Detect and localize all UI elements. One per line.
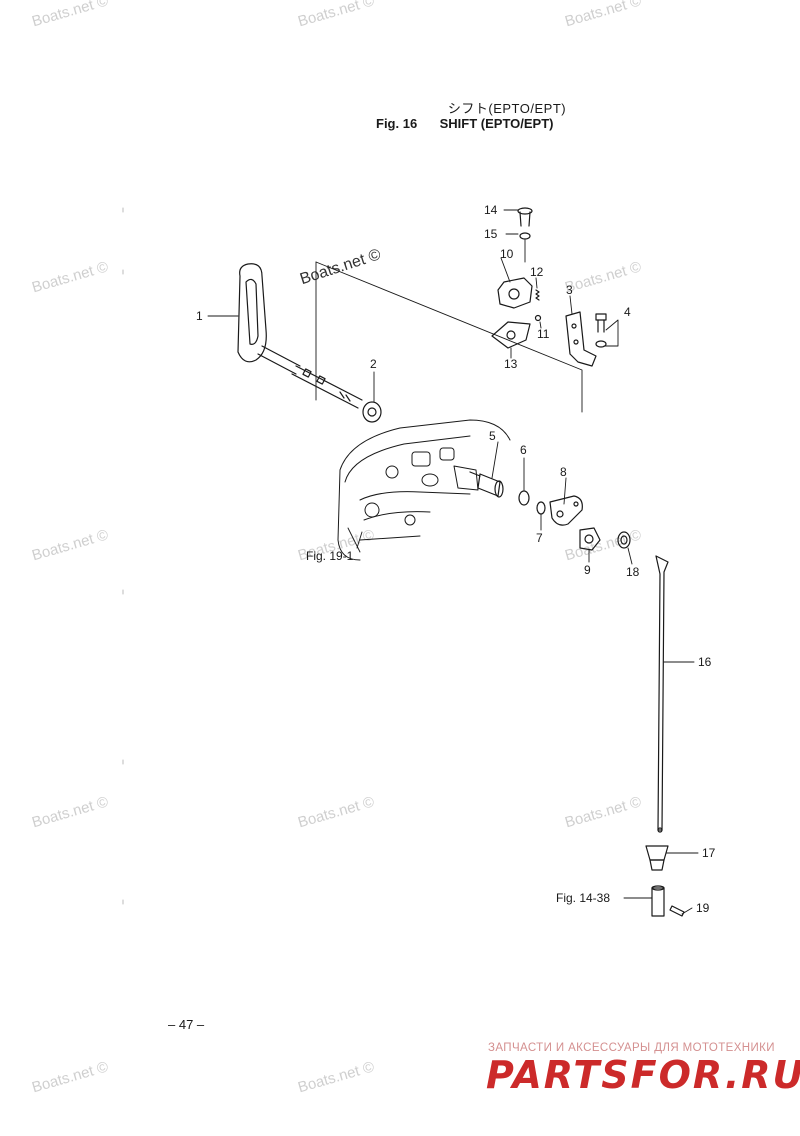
callout-numbers: 1 2 3 4 5 6 7 8 9 10 11 12 13 14 15 16 1… [196, 203, 716, 915]
part-5-shaft [469, 471, 504, 498]
callout-11: 11 [537, 327, 550, 341]
leader-diagonal [315, 261, 583, 413]
part-12-spring [535, 289, 540, 301]
part-13-gasket [491, 321, 531, 349]
part-15-washer [519, 232, 531, 240]
diagram-title: SHIFT (EPTO/EPT) [439, 116, 554, 131]
lower-rod [651, 885, 665, 917]
figure-ref-19-1: Fig. 19-1 [306, 549, 354, 563]
part-8-shift-arm [549, 495, 583, 526]
figure-ref-14-38: Fig. 14-38 [556, 891, 610, 905]
callout-4: 4 [624, 305, 631, 319]
callout-16: 16 [698, 655, 712, 669]
engine-block [337, 419, 511, 561]
callout-2: 2 [370, 357, 377, 371]
part-7-washer [536, 501, 546, 515]
part-9-nut [579, 527, 601, 551]
page-number: – 47 – [168, 1017, 205, 1032]
callout-6: 6 [520, 443, 527, 457]
part-14-bolt [517, 207, 533, 227]
callout-10: 10 [500, 247, 514, 261]
part-11-ball [534, 314, 542, 322]
part-10-bracket [497, 277, 533, 309]
callout-14: 14 [484, 203, 498, 217]
callout-1: 1 [196, 309, 203, 323]
callout-3: 3 [566, 283, 573, 297]
callout-19: 19 [696, 901, 710, 915]
callout-18: 18 [626, 565, 640, 579]
shift-rod [291, 365, 363, 409]
callout-7: 7 [536, 531, 543, 545]
part-18-clip [617, 531, 631, 549]
footer-tagline: ЗАПЧАСТИ И АКСЕССУАРЫ ДЛЯ МОТОТЕХНИКИ [488, 1042, 775, 1054]
part-6-washer [518, 490, 530, 506]
part-17-grommet [645, 845, 669, 871]
figure-references: Fig. 19-1 Fig. 14-38 [306, 549, 610, 905]
part-16-shift-rod [655, 555, 669, 833]
callout-15: 15 [484, 227, 498, 241]
leader-lines [207, 209, 699, 915]
part-19-pin [669, 905, 685, 917]
callout-9: 9 [584, 563, 591, 577]
callout-12: 12 [530, 265, 544, 279]
part-2-nut [362, 401, 382, 423]
title-japanese: シフト(EPTO/EPT) [447, 101, 567, 116]
callout-13: 13 [504, 357, 518, 371]
part-1-shift-lever [237, 263, 301, 375]
figure-label: Fig. 16 [376, 116, 418, 131]
part-4-bolt [595, 313, 607, 348]
brand-logo: PARTSFOR.RU [486, 1053, 800, 1097]
callout-17: 17 [702, 846, 716, 860]
title-row: Fig. 16 SHIFT (EPTO/EPT) [376, 116, 554, 131]
callout-8: 8 [560, 465, 567, 479]
part-3-plate [565, 311, 597, 367]
callout-5: 5 [489, 429, 496, 443]
